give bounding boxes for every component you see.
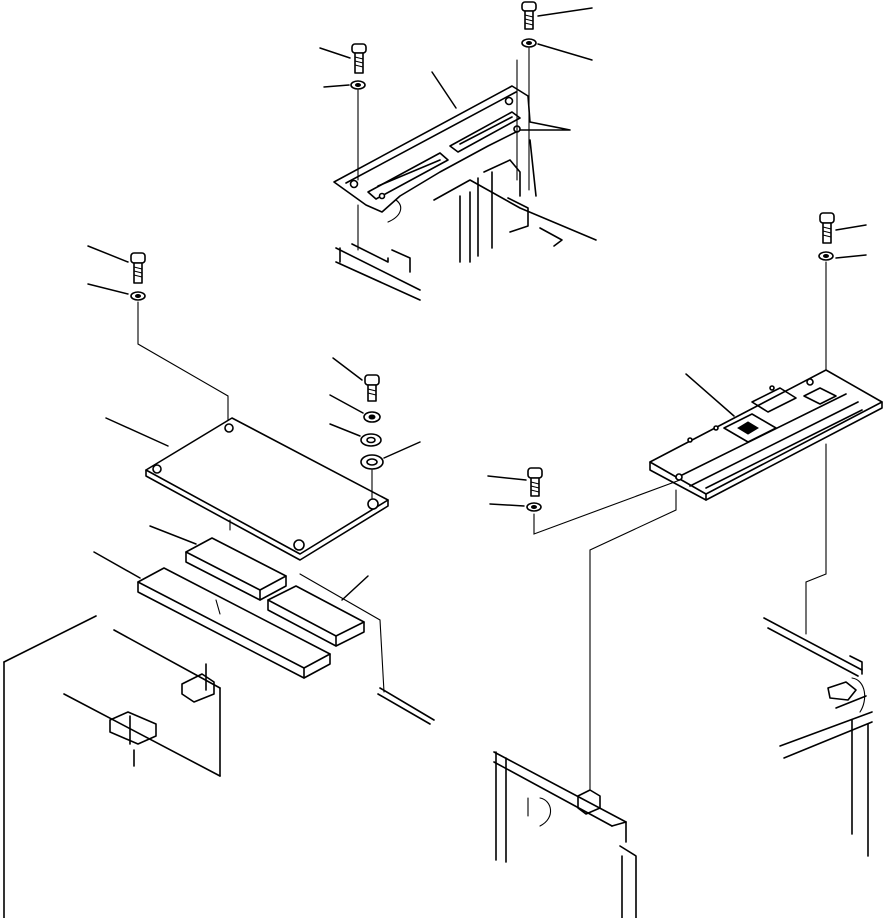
washer-left-top (130, 291, 146, 301)
washer-left-mid-2 (360, 433, 382, 447)
leader-washer-right-top (835, 254, 867, 259)
left-cover-plate (145, 417, 389, 561)
leader-bolt-left-mid (332, 357, 363, 381)
centerline-right-down (805, 443, 827, 635)
leader-bolt-left-top (87, 245, 129, 263)
top-frame (335, 139, 597, 301)
bolt-right-top (819, 212, 835, 244)
washer-top-right (521, 38, 537, 48)
leader-cover-plate (105, 417, 169, 447)
leader-right-cover-plate (685, 373, 735, 417)
leader-washer-right-mid (489, 503, 525, 507)
leader-washer-top-left (323, 84, 350, 88)
mounting-bracket-plate (333, 85, 571, 213)
washer-top-left (350, 80, 366, 90)
pad-small-right (267, 585, 365, 647)
leader-pad-long (93, 551, 141, 579)
leader-bolt-right-top (835, 224, 867, 231)
leader-washer-left-mid-3 (383, 441, 421, 459)
left-base-frame (3, 615, 435, 918)
bolt-left-mid (364, 374, 380, 402)
leader-bolt-top-left (319, 47, 351, 59)
bolt-right-mid (527, 467, 543, 497)
washer-right-top (818, 251, 834, 261)
centerline-right-mid (533, 479, 681, 535)
leader-pad-small-left (149, 525, 197, 545)
bolt-left-top (130, 252, 146, 284)
right-base-frame (493, 617, 873, 918)
leader-washer-left-top (87, 283, 129, 295)
leader-bolt-right-mid (487, 475, 527, 481)
pad-long (137, 567, 331, 679)
leader-washer-top-right (537, 43, 593, 61)
washer-left-mid-3 (360, 454, 384, 470)
right-cover-plate (649, 369, 883, 501)
leader-washer-left-mid-2 (329, 423, 361, 437)
centerline-left-cover (137, 301, 229, 421)
guide-line-2 (299, 573, 385, 693)
washer-right-mid (526, 502, 542, 512)
leader-bracket-plate (431, 71, 457, 109)
right-cover-assembly (487, 212, 883, 918)
leader-bolt-top-right (537, 7, 593, 17)
pad-small-left (185, 537, 287, 601)
bolt-top-left (351, 43, 367, 74)
leader-washer-left-mid-1 (329, 394, 364, 414)
guide-line-3 (215, 599, 221, 615)
left-cover-assembly (3, 245, 435, 918)
washer-left-mid-1 (363, 411, 381, 423)
centerline-right-long (589, 489, 677, 791)
top-bracket-assembly (319, 1, 597, 301)
leader-pad-small-right (341, 575, 369, 601)
bolt-top-right (521, 1, 537, 30)
